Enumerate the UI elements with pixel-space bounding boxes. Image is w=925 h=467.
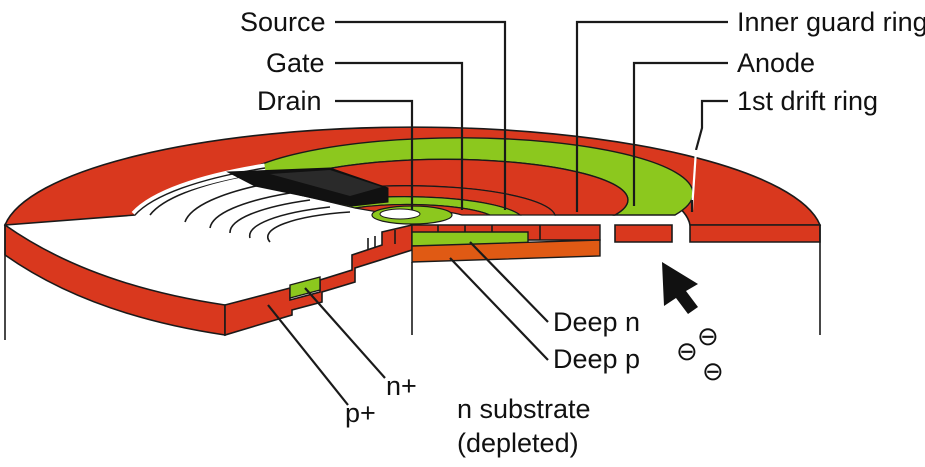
inner-ring-line-4: [229, 199, 311, 234]
label-gate: Gate: [266, 48, 325, 78]
leader-inner-guard-ring: [575, 20, 728, 212]
electron-drift-arrow: [662, 262, 698, 314]
right-front-face: [689, 224, 821, 243]
label-deep-p: Deep p: [553, 344, 640, 374]
metal-contact-bar-top: [270, 170, 382, 196]
drain-center-hole: [379, 208, 421, 220]
label-depleted: (depleted): [457, 428, 579, 458]
label-anode: Anode: [737, 48, 815, 78]
label-inner-guard-ring: Inner guard ring: [737, 7, 925, 37]
anode-front-face: [614, 224, 673, 243]
electron-symbol-2: ⊖: [697, 321, 719, 351]
left-front-face: [4, 223, 226, 336]
leader-anode: [632, 61, 728, 206]
electron-symbol-3: ⊖: [702, 356, 724, 386]
leader-source: [335, 20, 507, 210]
label-n-substrate: n substrate: [457, 394, 591, 424]
inner-ring-line-6: [267, 211, 351, 243]
leader-deep-n: [469, 241, 549, 323]
n-plus-green-block: [289, 276, 321, 299]
label-p-plus: p+: [345, 398, 376, 428]
deep-p-orange-layer: [411, 239, 601, 263]
label-first-drift-ring: 1st drift ring: [737, 86, 878, 116]
inner-ring-line-1: [149, 174, 251, 216]
inner-ring-line-3: [209, 192, 291, 229]
leader-deep-p: [449, 257, 549, 361]
leader-first-drift-ring: [694, 99, 728, 151]
label-source: Source: [240, 7, 326, 37]
electron-symbol-1: ⊖: [676, 336, 698, 366]
leader-p-plus: [267, 304, 349, 406]
inner-ring-line-2: [184, 182, 271, 223]
leader-drain: [335, 99, 414, 210]
inner-ring-line-5: [248, 206, 331, 239]
label-n-plus: n+: [386, 371, 417, 401]
leader-gate: [335, 61, 464, 210]
label-drain: Drain: [257, 86, 322, 116]
leader-n-plus: [304, 287, 386, 379]
label-deep-n: Deep n: [553, 307, 640, 337]
